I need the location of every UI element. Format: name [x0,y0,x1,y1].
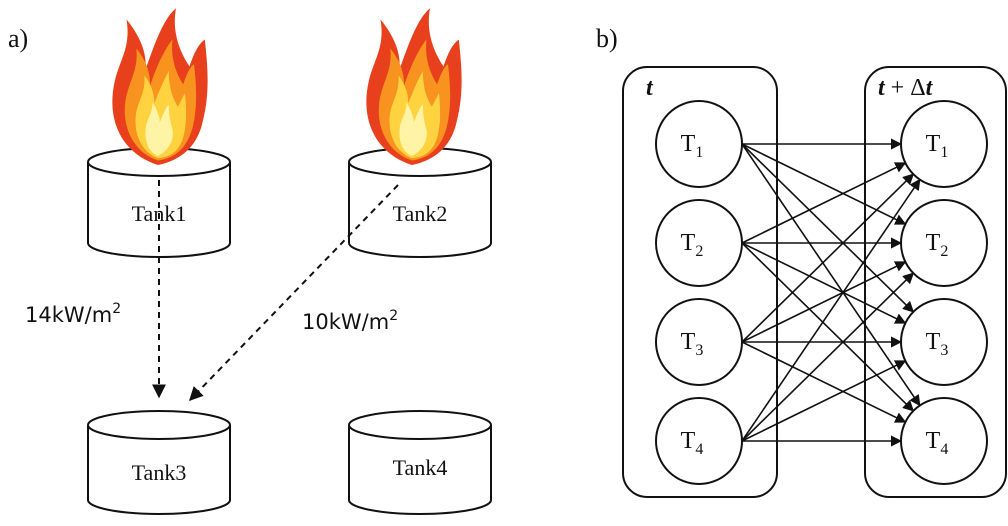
panel-a-label: a) [8,24,28,53]
panel-b-label: b) [596,24,618,53]
tank-2-label: Tank2 [393,201,448,226]
tank-4: Tank4 [348,410,492,515]
arrow-t2-to-t1 [741,162,907,244]
arrow-t1-to-t2 [741,143,907,225]
fire-icon [112,8,208,166]
time-t-box [622,66,778,498]
left-node-t2: T2 [655,199,743,287]
svg-text:T4: T4 [926,428,949,458]
left-node-t1: T1 [655,100,743,188]
arrow-t2-to-t4 [741,242,915,412]
right-node-t3: T3 [900,298,988,386]
svg-text:T4: T4 [681,428,704,458]
heat-flux-arrow-tank2-tank3 [189,184,399,402]
fire-icon [366,8,462,166]
arrow-t1-to-t3 [741,143,915,313]
time-t-plus-dt-title: t + Δt [878,75,934,101]
arrow-t3-to-t1 [741,173,915,343]
right-node-t4: T4 [900,397,988,485]
tank-2: Tank2 [348,8,492,258]
arrow-t4-to-t1 [741,178,921,442]
tank-3-top [87,410,231,440]
arrow-t3-to-t2 [741,261,907,343]
tank-4-top [348,410,492,440]
arrow-t4-to-t2 [741,272,915,442]
svg-text:T1: T1 [926,131,949,161]
svg-text:T3: T3 [681,329,704,359]
right-node-t2: T2 [900,199,988,287]
tank-3-body [87,425,231,515]
time-t-title: t [646,75,654,101]
svg-text:T1: T1 [681,131,704,161]
tank-4-body [348,425,492,515]
tank-4-label: Tank4 [393,455,448,480]
svg-text:T2: T2 [926,230,949,260]
arrow-t4-to-t3 [741,360,907,442]
tank-3-label: Tank3 [132,460,187,485]
transition-arrows [741,138,921,447]
right-node-t1: T1 [900,100,988,188]
heat-flux-label-2: 10kW/m2 [302,308,398,334]
tank-2-body [348,162,492,258]
tank-3: Tank3 [87,410,231,515]
left-node-t4: T4 [655,397,743,485]
arrow-t1-to-t4 [741,143,921,407]
heat-flux-label-1: 14kW/m2 [25,301,121,327]
arrow-t2-to-t3 [741,242,907,324]
tank-1: Tank1 [87,8,231,258]
svg-text:T2: T2 [681,230,704,260]
arrow-t3-to-t4 [741,341,907,423]
left-node-t3: T3 [655,298,743,386]
svg-text:T3: T3 [926,329,949,359]
